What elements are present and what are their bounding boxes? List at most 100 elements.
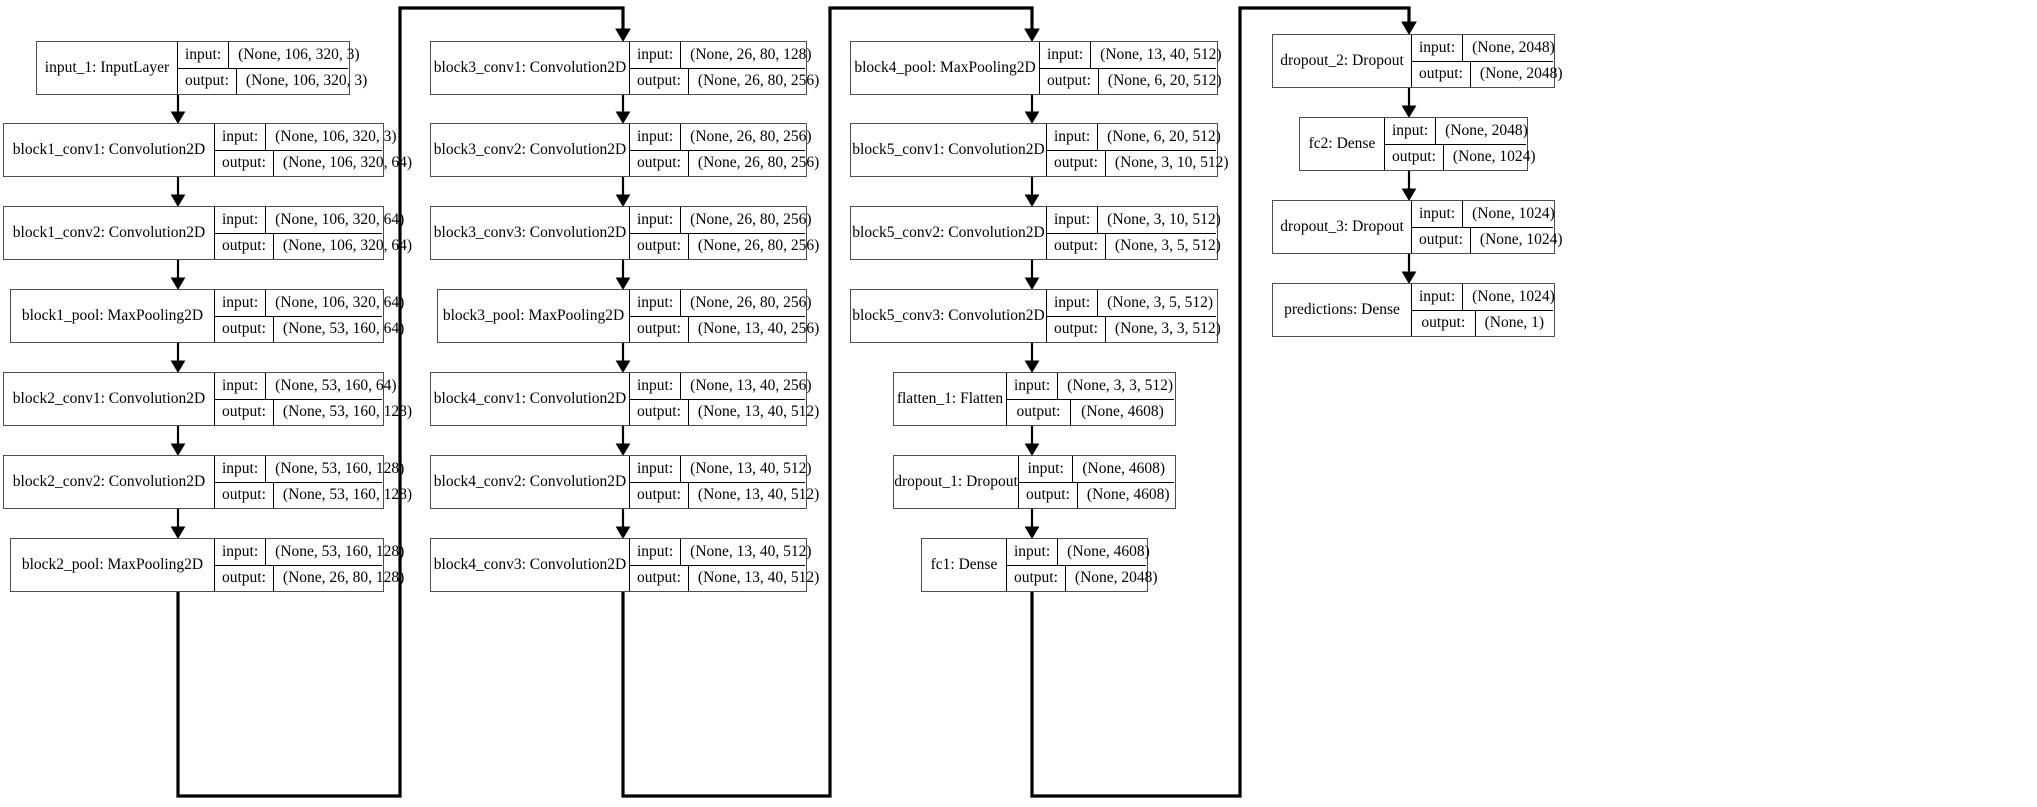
layer-node-output-label: output:	[222, 486, 266, 504]
layer-node-output-label: output:	[637, 154, 681, 172]
layer-node-output-label: output:	[222, 569, 266, 587]
layer-node-output-shape: (None, 106, 320, 64)	[272, 233, 421, 259]
layer-node-input-row: input:(None, 4608)	[1019, 456, 1174, 482]
layer-node-output-row: output:(None, 13, 40, 256)	[630, 315, 819, 342]
layer-node-output-row: output:(None, 1024)	[1385, 143, 1536, 170]
arrow-head	[1024, 194, 1040, 207]
arrow-head	[1024, 526, 1040, 539]
layer-node-output-shape: (None, 4608)	[1070, 399, 1174, 425]
layer-node-input-shape: (None, 13, 40, 512)	[680, 456, 820, 482]
layer-node-input-row: input:(None, 1024)	[1412, 284, 1555, 310]
layer-node-io-table: input:(None, 106, 320, 64)output:(None, …	[214, 290, 404, 342]
arrow-head	[1024, 443, 1040, 456]
arrow-head	[615, 443, 631, 456]
layer-node-output-row: output:(None, 53, 160, 64)	[215, 315, 404, 342]
layer-node-input-label: input:	[222, 542, 259, 560]
layer-node-output-row: output:(None, 3, 10, 512)	[1047, 149, 1229, 176]
layer-node-input-label: input:	[1014, 376, 1051, 394]
layer-node-name: block1_pool: MaxPooling2D	[21, 307, 204, 324]
layer-node-output-shape: (None, 2048)	[1064, 565, 1167, 591]
layer-node-io-table: input:(None, 13, 40, 512)output:(None, 6…	[1039, 42, 1222, 94]
layer-node-name: block3_conv3: Convolution2D	[433, 224, 627, 241]
layer-node-output-shape: (None, 1)	[1474, 310, 1553, 336]
layer-node[interactable]: block1_pool: MaxPooling2D input:(None, 10…	[10, 289, 404, 343]
arrow-head	[1024, 111, 1040, 124]
layer-node-name: fc1: Dense	[930, 556, 998, 573]
layer-node-input-row: input:(None, 106, 320, 3)	[215, 124, 397, 150]
layer-node-input-shape: (None, 2048)	[1435, 118, 1537, 144]
layer-node-input-label: input:	[222, 376, 259, 394]
arrow-head	[170, 360, 186, 373]
layer-node-output-row: output:(None, 106, 320, 64)	[215, 232, 412, 259]
layer-node-output-label: output:	[185, 72, 229, 90]
arrow-head	[615, 28, 631, 42]
layer-node-name: block1_conv1: Convolution2D	[12, 141, 206, 158]
layer-node-name: predictions: Dense	[1284, 301, 1400, 318]
layer-node-input-row: input:(None, 3, 3, 512)	[1007, 373, 1174, 399]
layer-node-output-row: output:(None, 26, 80, 256)	[630, 232, 819, 259]
layer-node-name: dropout_3: Dropout	[1280, 218, 1404, 235]
layer-node-input-label: input:	[637, 376, 674, 394]
layer-node-io-table: input:(None, 53, 160, 64)output:(None, 5…	[214, 373, 412, 425]
layer-node-output-row: output:(None, 106, 320, 3)	[178, 67, 367, 94]
layer-node[interactable]: fc1: Dense input:(None, 4608)output:(None…	[921, 538, 1158, 592]
layer-node-input-shape: (None, 26, 80, 256)	[680, 207, 820, 233]
layer-node-input-row: input:(None, 13, 40, 512)	[630, 456, 812, 482]
layer-node-output-row: output:(None, 26, 80, 256)	[630, 67, 819, 94]
layer-node-input-shape: (None, 4608)	[1057, 539, 1159, 565]
layer-node-name: flatten_1: Flatten	[896, 390, 1004, 407]
layer-node-io-table: input:(None, 106, 320, 3)output:(None, 1…	[214, 124, 412, 176]
layer-node-output-shape: (None, 4608)	[1076, 482, 1179, 508]
layer-node-input-label: input:	[1054, 127, 1091, 145]
layer-node[interactable]: block1_conv1: Convolution2D input:(None, …	[3, 123, 412, 177]
layer-node-input-row: input:(None, 26, 80, 256)	[630, 207, 812, 233]
layer-node-output-shape: (None, 106, 320, 64)	[272, 150, 421, 176]
layer-node-output-label: output:	[637, 403, 681, 421]
layer-node-input-shape: (None, 106, 320, 3)	[265, 124, 405, 150]
layer-node[interactable]: input_1: InputLayer input:(None, 106, 320…	[36, 41, 367, 95]
layer-node-output-label: output:	[222, 237, 266, 255]
layer-node-output-shape: (None, 26, 80, 128)	[272, 565, 413, 591]
layer-node-io-table: input:(None, 13, 40, 512)output:(None, 1…	[629, 456, 819, 508]
layer-node-output-label: output:	[1054, 320, 1098, 338]
layer-node-io-table: input:(None, 53, 160, 128)output:(None, …	[214, 539, 404, 591]
layer-node-input-row: input:(None, 106, 320, 64)	[215, 207, 404, 233]
layer-node-output-shape: (None, 3, 5, 512)	[1104, 233, 1230, 259]
layer-node-io-table: input:(None, 26, 80, 256)output:(None, 2…	[629, 207, 819, 259]
layer-node-output-shape: (None, 13, 40, 512)	[687, 482, 828, 508]
layer-node-io-table: input:(None, 106, 320, 3)output:(None, 1…	[177, 42, 367, 94]
arrow-head	[615, 194, 631, 207]
layer-node-io-table: input:(None, 4608)output:(None, 2048)	[1006, 539, 1158, 591]
layer-node-output-label: output:	[1419, 65, 1463, 83]
layer-node-input-label: input:	[1054, 293, 1091, 311]
layer-node-name: input_1: InputLayer	[44, 59, 170, 76]
layer-node-io-table: input:(None, 6, 20, 512)output:(None, 3,…	[1046, 124, 1229, 176]
layer-node-output-label: output:	[1047, 72, 1091, 90]
layer-node-name: block5_conv1: Convolution2D	[852, 141, 1045, 158]
layer-node-output-label: output:	[637, 72, 681, 90]
arrow-head	[170, 277, 186, 290]
layer-node-input-row: input:(None, 1024)	[1412, 201, 1555, 227]
layer-node-input-shape: (None, 26, 80, 128)	[680, 42, 820, 68]
